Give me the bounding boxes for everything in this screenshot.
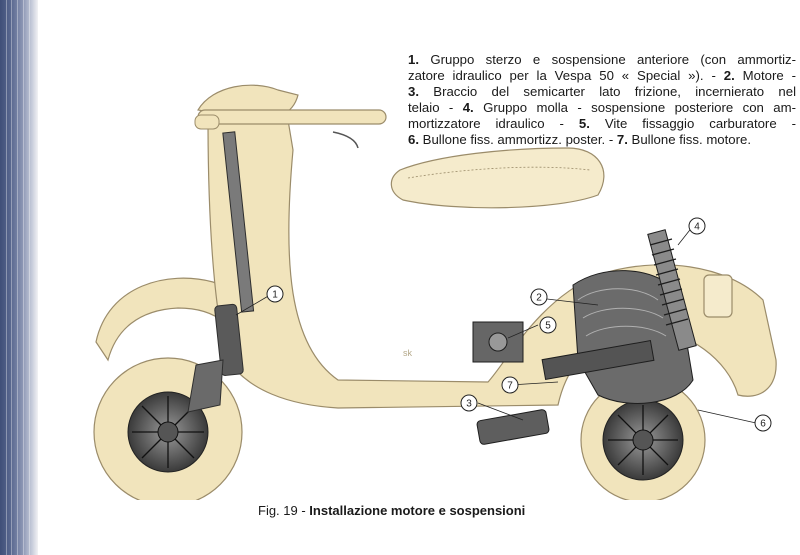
figure-title: Installazione motore e sospensioni xyxy=(309,503,526,518)
svg-text:4: 4 xyxy=(694,222,700,233)
svg-text:7: 7 xyxy=(507,381,513,392)
legend-line: telaio - 4. Gruppo molla - sospensione p… xyxy=(408,100,796,116)
legend-line: mortizzatore idraulico - 5. Vite fissagg… xyxy=(408,116,796,132)
handlebar xyxy=(194,84,387,149)
legend-text: Braccio del semicarter lato frizione, in… xyxy=(419,84,796,99)
legend-text: zatore idraulico per la Vespa 50 « Speci… xyxy=(408,68,724,83)
legend-item-number: 5. xyxy=(578,116,590,131)
scooter-illustration: 1 2 3 4 5 6 7 sk xyxy=(93,84,777,500)
legend-item-number: 4. xyxy=(462,100,474,115)
steering-column xyxy=(187,131,255,413)
callout-7: 7 xyxy=(501,376,519,394)
svg-text:3: 3 xyxy=(466,399,472,410)
rear-shock-absorber xyxy=(647,229,697,351)
legend-line: 3. Braccio del semicarter lato frizione,… xyxy=(408,84,796,100)
svg-text:1: 1 xyxy=(272,290,278,301)
page-edge-book-binding xyxy=(0,0,38,555)
figure-number: Fig. 19 - xyxy=(258,503,310,518)
legend-item-number: 2. xyxy=(723,68,735,83)
legend-item-number: 1. xyxy=(408,52,419,67)
legend-text: mortizzatore idraulico - xyxy=(408,116,579,131)
engine xyxy=(472,270,694,445)
tail-light xyxy=(703,274,733,318)
scooter-body xyxy=(207,103,777,409)
callout-3: 3 xyxy=(460,394,478,412)
legend-line: zatore idraulico per la Vespa 50 « Speci… xyxy=(408,68,796,84)
legend-text: Gruppo molla - sospensione posteriore co… xyxy=(473,100,796,115)
legend-text: Bullone fiss. motore. xyxy=(627,132,752,147)
legend-line: 6. Bullone fiss. ammortizz. poster. - 7.… xyxy=(408,132,796,148)
legend-text: Motore - xyxy=(734,68,796,83)
legend-line: 1. Gruppo sterzo e sospensione anteriore… xyxy=(408,52,796,68)
faint-stamp: sk xyxy=(403,348,413,358)
legend-item-number: 6. xyxy=(408,132,419,147)
legend-item-number: 3. xyxy=(408,84,419,99)
seat xyxy=(390,147,605,209)
legend-text: Gruppo sterzo e sospensione anteriore (c… xyxy=(419,52,796,67)
callout-4: 4 xyxy=(688,217,706,235)
callout-5: 5 xyxy=(539,316,557,334)
svg-text:6: 6 xyxy=(760,419,766,430)
callout-2: 2 xyxy=(530,288,548,306)
svg-text:5: 5 xyxy=(545,321,551,332)
callout-6: 6 xyxy=(754,414,772,432)
legend-item-number: 7. xyxy=(616,132,628,147)
svg-text:2: 2 xyxy=(536,293,542,304)
legend-text: Vite fissaggio carburatore - xyxy=(589,116,796,131)
legend-text: telaio - xyxy=(408,100,463,115)
legend-text: Bullone fiss. ammortizz. poster. - xyxy=(419,132,617,147)
figure-caption: Fig. 19 - Installazione motore e sospens… xyxy=(258,503,525,518)
callout-1: 1 xyxy=(266,285,284,303)
figure-legend: 1. Gruppo sterzo e sospensione anteriore… xyxy=(408,52,796,148)
